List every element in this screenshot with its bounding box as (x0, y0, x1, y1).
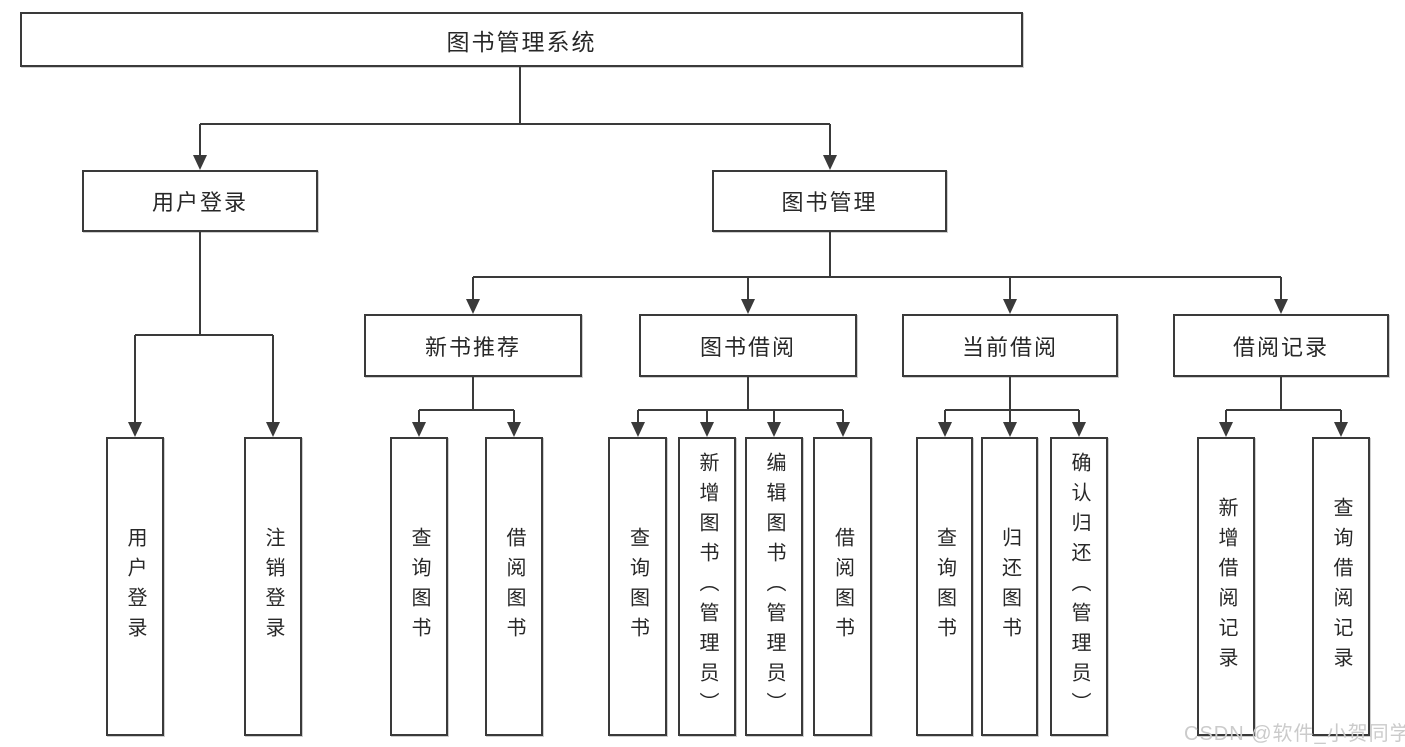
leaf-logout: 注销登录 (244, 437, 302, 736)
node-label: 借阅图书 (831, 526, 854, 647)
node-user-login-group: 用户登录 (82, 170, 318, 232)
node-label: 查询借阅记录 (1330, 496, 1352, 677)
node-label: 归还图书 (998, 526, 1021, 647)
leaf-edit-book-admin: 编辑图书（管理员） (745, 437, 803, 736)
arrowhead-icons (128, 155, 1348, 437)
node-label: 图书管理 (781, 190, 878, 215)
node-label: 查询图书 (933, 526, 956, 647)
leaf-query-borrow-record: 查询借阅记录 (1312, 437, 1370, 736)
leaf-query-book-current: 查询图书 (916, 437, 973, 736)
leaf-query-book-recommend: 查询图书 (390, 437, 448, 736)
leaf-query-book-borrow: 查询图书 (608, 437, 667, 736)
leaf-confirm-return-admin: 确认归还（管理员） (1050, 437, 1108, 736)
node-label: 用户登录 (124, 526, 146, 647)
node-book-borrow: 图书借阅 (639, 314, 857, 377)
node-label: 确认归还（管理员） (1068, 451, 1090, 722)
node-label: 当前借阅 (961, 334, 1058, 360)
node-label: 查询图书 (626, 526, 649, 647)
node-label: 借阅图书 (503, 526, 525, 647)
node-label: 借阅记录 (1232, 334, 1329, 360)
node-root-system: 图书管理系统 (20, 12, 1023, 67)
leaf-return-book: 归还图书 (981, 437, 1038, 736)
leaf-borrow-book-recommend: 借阅图书 (485, 437, 543, 736)
leaf-add-borrow-record: 新增借阅记录 (1197, 437, 1255, 736)
node-label: 新增图书（管理员） (696, 451, 718, 722)
leaf-user-login: 用户登录 (106, 437, 164, 736)
node-label: 新书推荐 (424, 334, 521, 360)
leaf-add-book-admin: 新增图书（管理员） (678, 437, 736, 736)
node-label: 注销登录 (262, 526, 284, 647)
node-borrow-records: 借阅记录 (1173, 314, 1389, 377)
node-label: 用户登录 (151, 190, 248, 215)
node-new-book-recommend: 新书推荐 (364, 314, 582, 377)
node-label: 图书管理系统 (446, 28, 597, 55)
node-label: 查询图书 (408, 526, 430, 647)
node-label: 新增借阅记录 (1215, 496, 1237, 677)
node-label: 图书借阅 (699, 334, 796, 360)
leaf-borrow-book: 借阅图书 (813, 437, 872, 736)
node-current-borrow: 当前借阅 (902, 314, 1118, 377)
node-label: 编辑图书（管理员） (763, 451, 785, 722)
node-book-management-group: 图书管理 (712, 170, 947, 232)
csdn-watermark: CSDN @软件_小贺同学 (1184, 723, 1405, 745)
connector-lines (134, 67, 1342, 424)
